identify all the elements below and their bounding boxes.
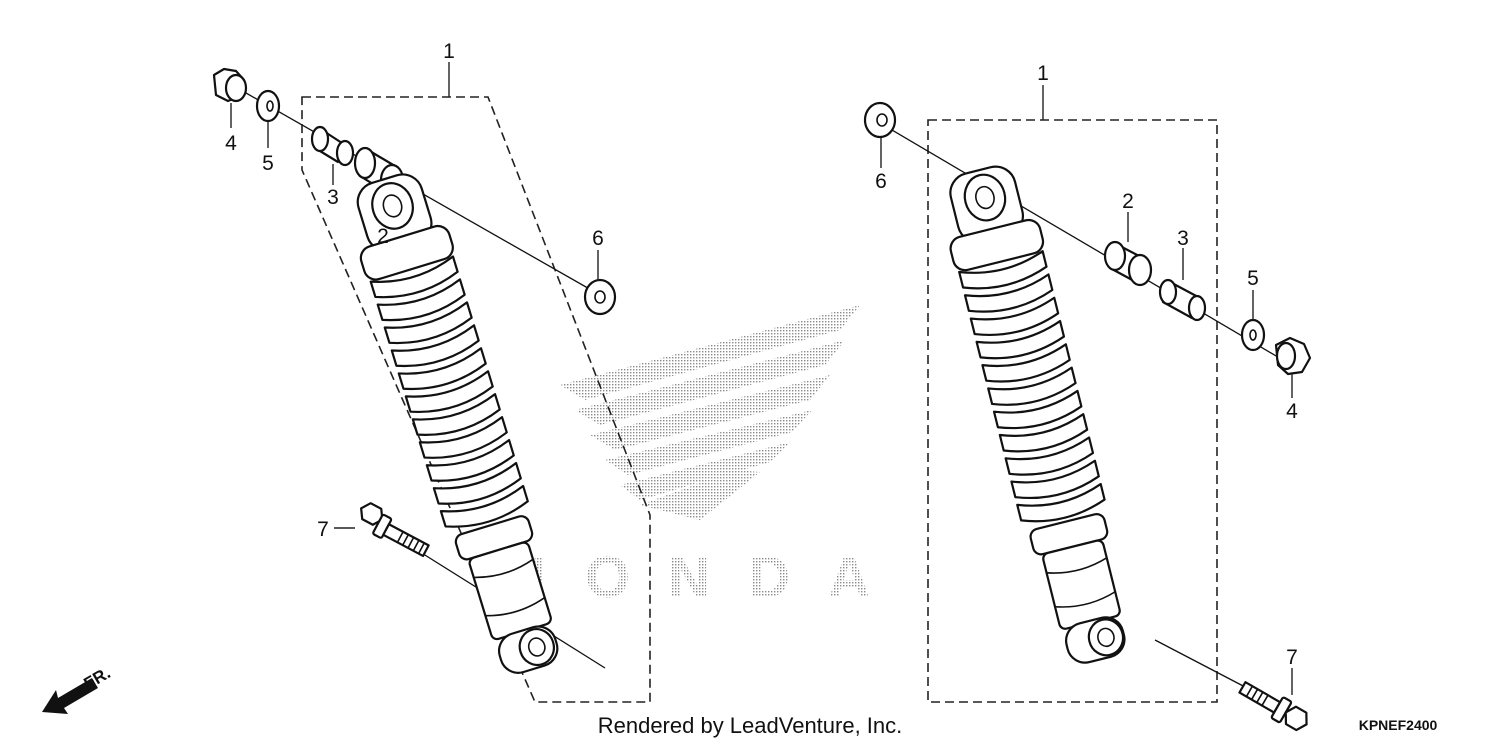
- washer: [1240, 318, 1266, 352]
- shock-absorber: [949, 165, 1126, 664]
- callout-7: 7: [1286, 646, 1298, 669]
- collar: [310, 125, 355, 167]
- cap-nut: [1274, 336, 1312, 376]
- left-assembly-boundary: [301, 96, 651, 703]
- callout-1: 1: [1037, 62, 1049, 85]
- bolt: [1238, 681, 1308, 732]
- callout-2: 2: [1122, 190, 1134, 213]
- watermark-text: HONDA: [505, 545, 870, 610]
- render-credit: Rendered by LeadVenture, Inc.: [598, 713, 903, 738]
- bolt: [360, 502, 430, 558]
- right-shock-assembly: 1 2 3 4 5 6 7: [863, 62, 1312, 732]
- callout-1: 1: [443, 40, 455, 63]
- callout-5: 5: [262, 152, 274, 175]
- washer: [583, 278, 617, 316]
- right-assembly-boundary: [927, 119, 1218, 703]
- callout-6: 6: [592, 227, 604, 250]
- callout-7: 7: [317, 518, 329, 541]
- shock-absorber: [356, 173, 559, 674]
- left-shock-assembly: 1 2 3 4 5 6 7: [212, 40, 651, 703]
- bushing: [1103, 240, 1153, 287]
- diagram-code: KPNEF2400: [1359, 717, 1438, 733]
- front-direction-indicator: FR.: [42, 663, 114, 714]
- callout-3: 3: [327, 186, 339, 209]
- cap-nut: [212, 67, 248, 103]
- callout-4: 4: [1286, 400, 1298, 423]
- callout-5: 5: [1247, 267, 1259, 290]
- callout-4: 4: [225, 132, 237, 155]
- washer: [255, 89, 281, 123]
- washer: [863, 101, 897, 139]
- collar: [1158, 278, 1207, 322]
- callout-6: 6: [875, 170, 887, 193]
- honda-wing-watermark: HONDA: [505, 305, 870, 610]
- front-arrow-icon: [42, 678, 98, 714]
- callout-2: 2: [377, 225, 389, 248]
- callout-3: 3: [1177, 227, 1189, 250]
